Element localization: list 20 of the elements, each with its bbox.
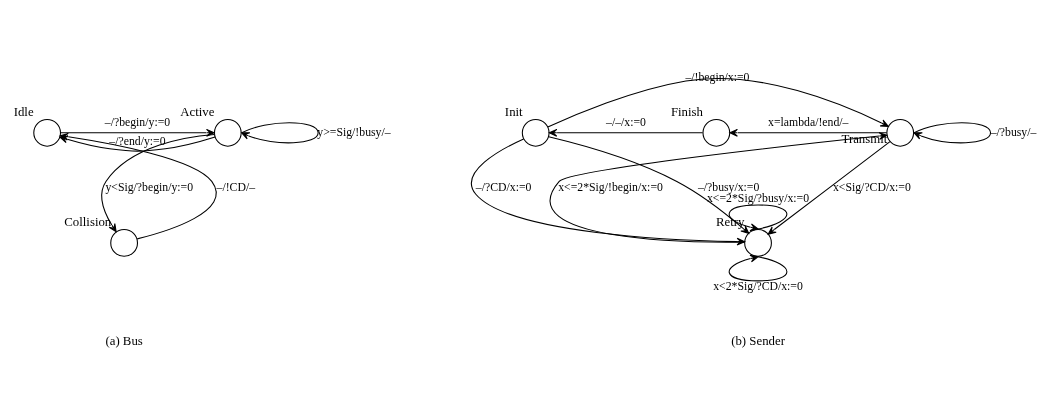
node-label: Finish <box>670 104 703 119</box>
edge-label: –/?end/y:=0 <box>109 135 166 149</box>
label: (a) Bus <box>105 333 143 348</box>
edge-label: x=lambda/!end/– <box>768 116 849 130</box>
edge-label: x<2*Sig/?CD/x:=0 <box>713 280 803 294</box>
node-label: Idle <box>13 104 34 119</box>
edge-label: –/–/x:=0 <box>606 116 646 130</box>
edge-label: –/?CD/x:=0 <box>475 180 532 194</box>
label: (b) Sender <box>731 333 785 348</box>
edge-label: y<Sig/?begin/y:=0 <box>105 180 194 194</box>
node-label: Collision <box>64 214 112 229</box>
edge-label: –/?busy/– <box>990 125 1037 139</box>
edge-label: x<Sig/?CD/x:=0 <box>832 180 911 194</box>
edge-label: –/?busy/x:=0 <box>697 180 760 194</box>
edge-label: x<=2*Sig/!begin/x:=0 <box>558 180 663 194</box>
node-label: Active <box>180 104 215 119</box>
edge-label: –/!CD/– <box>216 180 256 194</box>
node-label: Init <box>504 104 523 119</box>
edge-label: –/?begin/y:=0 <box>104 116 171 130</box>
edge-label: y>=Sig/!busy/– <box>317 125 391 139</box>
